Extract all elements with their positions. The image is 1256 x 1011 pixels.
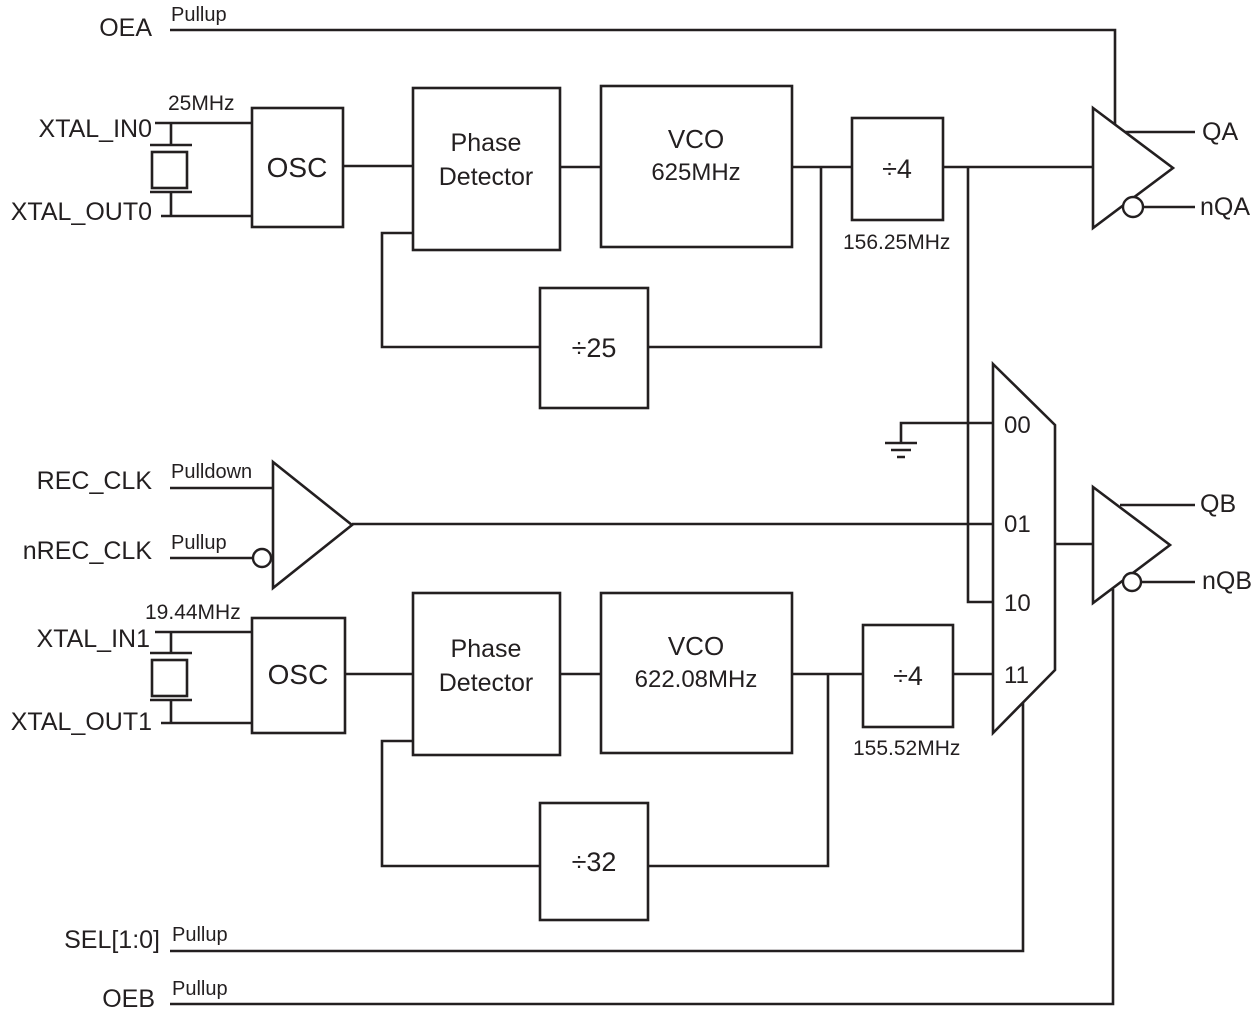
crystal1-wires xyxy=(150,630,252,725)
nqa-label: nQA xyxy=(1200,193,1250,221)
feedback-b-wires xyxy=(380,674,830,868)
vco1-label-line1: VCO xyxy=(668,631,724,661)
xtal-out1-label: XTAL_OUT1 xyxy=(11,708,152,736)
nrec-clk-label: nREC_CLK xyxy=(23,537,153,565)
osc1-label: OSC xyxy=(268,659,329,690)
div25-box xyxy=(538,286,650,410)
sel-wire xyxy=(170,703,1025,953)
mux-input-01-label: 01 xyxy=(1004,511,1031,538)
nqb-inversion-bubble xyxy=(1121,571,1143,593)
osc1-box xyxy=(250,616,347,735)
nrec-clk-pullup-label: Pullup xyxy=(171,532,227,554)
feedback-a-wires xyxy=(380,167,823,349)
pd0-label-line1: Phase xyxy=(451,129,522,157)
pll-a: 25MHz XTAL_IN0 XTAL_OUT0 OSC Phase Detec… xyxy=(11,84,1093,604)
div4b-label: ÷4 xyxy=(893,661,923,691)
oea-label: OEA xyxy=(99,14,152,42)
mux-input-00-label: 00 xyxy=(1004,412,1031,439)
xtal-in0-label: XTAL_IN0 xyxy=(39,115,152,143)
osc0-box xyxy=(250,106,345,229)
ground-symbol xyxy=(885,421,993,459)
clock-select-mux: 00 01 10 11 xyxy=(885,360,1093,737)
vco1-label-line2: 622.08MHz xyxy=(635,666,758,693)
oeb-net: OEB Pullup xyxy=(102,589,1115,1011)
phase-detector1-box xyxy=(411,591,562,757)
oea-net: OEA Pullup xyxy=(99,4,1117,124)
clka-to-mux10-wire xyxy=(966,167,993,604)
rec-clk-buffer-triangle xyxy=(271,459,355,591)
div32-box xyxy=(538,801,650,922)
xtal0-freq-label: 25MHz xyxy=(168,92,235,115)
rec-clk-pulldown-label: Pulldown xyxy=(171,461,252,483)
mux-body xyxy=(991,360,1057,737)
phase-detector0-box xyxy=(411,86,562,252)
qa-label: QA xyxy=(1202,118,1238,146)
oeb-wire xyxy=(170,589,1115,1006)
pd1-label-line1: Phase xyxy=(451,635,522,663)
oeb-pullup-label: Pullup xyxy=(172,978,228,1000)
mux-input-11-label: 11 xyxy=(1004,662,1029,689)
oea-pullup-label: Pullup xyxy=(171,4,227,26)
xtal-in1-label: XTAL_IN1 xyxy=(37,625,150,653)
crystal0-wires xyxy=(150,121,252,218)
div4a-label: ÷4 xyxy=(882,154,912,184)
div25-label: ÷25 xyxy=(572,333,617,363)
vco0-label-line2: 625MHz xyxy=(651,159,740,186)
crystal1-body xyxy=(150,658,189,698)
div4b-box xyxy=(861,623,955,729)
nqb-label: nQB xyxy=(1202,567,1252,595)
pd0-label-line2: Detector xyxy=(439,163,533,191)
sel-pullup-label: Pullup xyxy=(172,924,228,946)
pll-b: 19.44MHz XTAL_IN1 XTAL_OUT1 OSC Phase De… xyxy=(11,591,993,922)
vco0-label-line1: VCO xyxy=(668,124,724,154)
xtal1-freq-label: 19.44MHz xyxy=(145,601,241,624)
qb-label: QB xyxy=(1200,490,1236,518)
qa-output-buffer: QA nQA xyxy=(1091,105,1250,231)
oeb-label: OEB xyxy=(102,985,155,1011)
freq-b-label: 155.52MHz xyxy=(853,737,960,760)
nrec-clk-inversion-bubble xyxy=(251,547,273,569)
qb-output-buffer: QB nQB xyxy=(1091,484,1252,606)
pd1-label-line2: Detector xyxy=(439,669,533,697)
rec-clk-input-buffer: REC_CLK Pulldown nREC_CLK Pullup xyxy=(23,459,993,591)
crystal0-body xyxy=(150,150,189,190)
rec-clk-label: REC_CLK xyxy=(37,467,153,495)
nqa-inversion-bubble xyxy=(1121,195,1145,219)
vco0-box xyxy=(599,84,794,249)
oea-wire xyxy=(170,28,1117,124)
sel-label: SEL[1:0] xyxy=(64,926,160,954)
div32-label: ÷32 xyxy=(572,847,617,877)
vco1-box xyxy=(599,591,794,755)
mux-input-10-label: 10 xyxy=(1004,590,1031,617)
div4a-box xyxy=(850,116,945,222)
sel-net: SEL[1:0] Pullup xyxy=(64,703,1025,954)
freq-a-label: 156.25MHz xyxy=(843,231,950,254)
xtal-out0-label: XTAL_OUT0 xyxy=(11,198,152,226)
osc0-label: OSC xyxy=(267,152,328,183)
